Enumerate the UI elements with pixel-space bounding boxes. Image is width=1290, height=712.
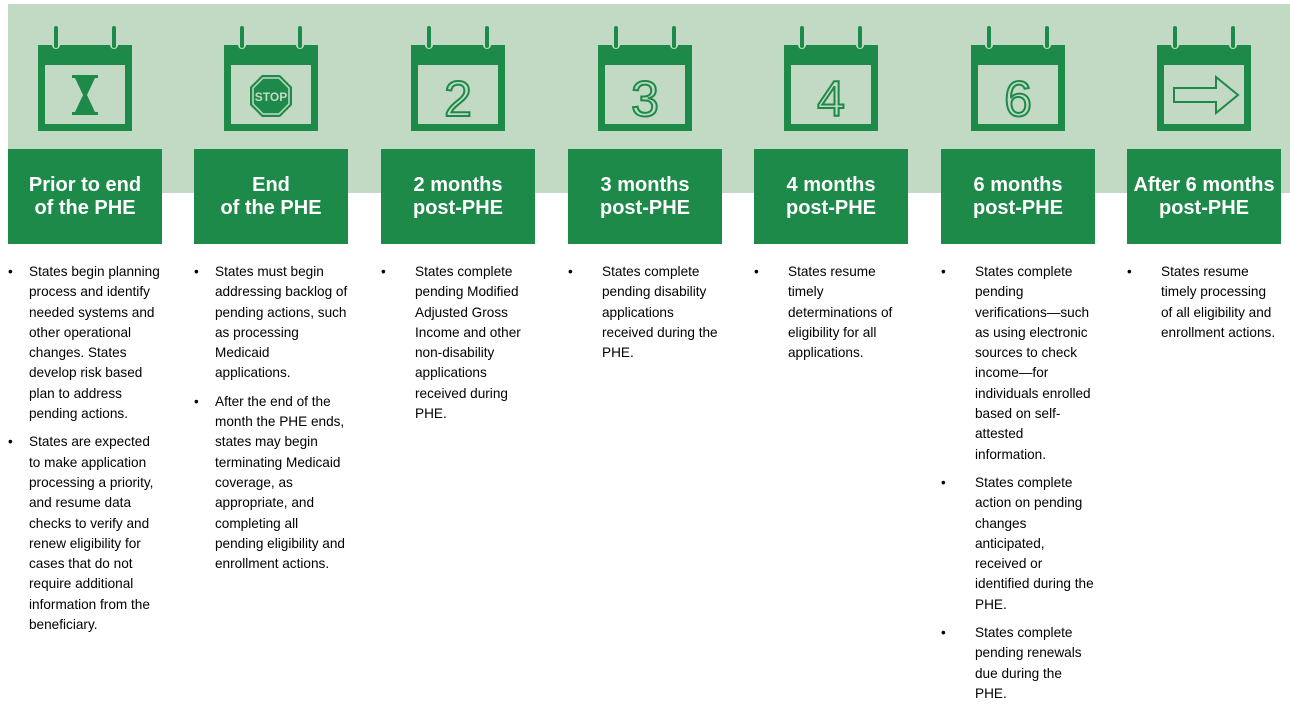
bullet-item: States resume timely determinations of e… [754,262,908,363]
number-6-calendar-icon: 6 [941,20,1095,134]
step-header: 6 months post-PHE [941,149,1095,244]
bullet-item: States complete pending verifications—su… [941,262,1095,465]
bullet-item: States complete pending disability appli… [568,262,722,363]
number-4-calendar-icon: 4 [754,20,908,134]
digit-text: 4 [817,71,845,127]
step-bullets: States begin planning process and identi… [8,262,162,643]
arrow-calendar-icon [1127,20,1281,134]
number-3-calendar-icon: 3 [568,20,722,134]
bullet-item: States resume timely processing of all e… [1127,262,1281,343]
bullet-item: States are expected to make application … [8,432,162,635]
hourglass-calendar-icon [8,20,162,134]
step-header: 4 months post-PHE [754,149,908,244]
step-bullets: States complete pending verifications—su… [941,262,1095,712]
digit-text: 3 [631,71,659,127]
bullet-item: States complete pending Modified Adjuste… [381,262,535,424]
step-header: 2 months post-PHE [381,149,535,244]
bullet-item: States begin planning process and identi… [8,262,162,424]
bullet-item: After the end of the month the PHE ends,… [194,392,348,575]
digit-text: 2 [444,71,472,127]
step-header: End of the PHE [194,149,348,244]
step-bullets: States complete pending disability appli… [568,262,722,371]
digit-text: 6 [1004,71,1032,127]
step-bullets: States complete pending Modified Adjuste… [381,262,535,432]
step-bullets: States resume timely determinations of e… [754,262,908,371]
bullet-item: States complete pending renewals due dur… [941,623,1095,704]
number-2-calendar-icon: 2 [381,20,535,134]
step-bullets: States resume timely processing of all e… [1127,262,1281,351]
step-bullets: States must begin addressing backlog of … [194,262,348,582]
step-header: After 6 months post-PHE [1127,149,1281,244]
step-header: Prior to end of the PHE [8,149,162,244]
bullet-item: States must begin addressing backlog of … [194,262,348,384]
stop-sign-calendar-icon: STOP [194,20,348,134]
stop-text: STOP [255,90,287,104]
bullet-item: States complete action on pending change… [941,473,1095,615]
step-header: 3 months post-PHE [568,149,722,244]
